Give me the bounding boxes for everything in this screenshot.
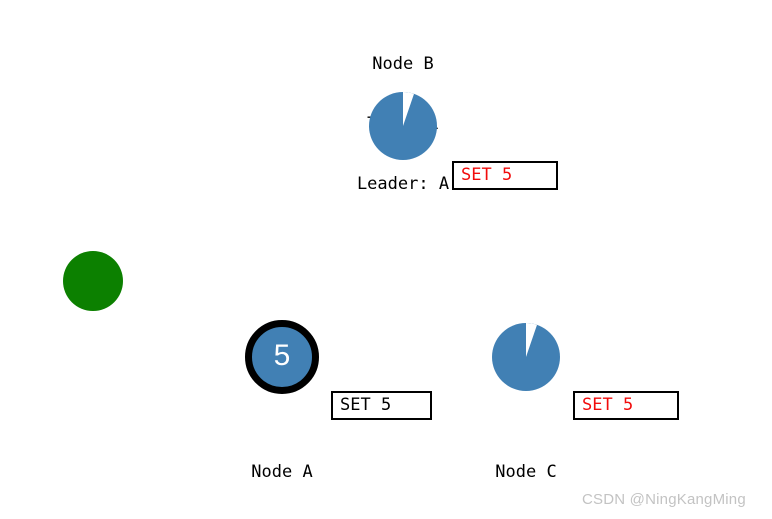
node-a-name: Node A: [251, 462, 313, 482]
node-a-label: Node A Term: 1: [202, 422, 362, 519]
node-c-name: Node C: [495, 462, 557, 482]
message-text: SET 5: [340, 395, 392, 415]
message-text: SET 5: [461, 165, 513, 185]
message-box-node-b[interactable]: SET 5: [452, 161, 558, 190]
node-b-circle[interactable]: [369, 92, 437, 160]
node-a-value: 5: [273, 339, 291, 372]
message-box-node-c[interactable]: SET 5: [573, 391, 679, 420]
node-a-circle[interactable]: 5: [245, 320, 319, 394]
node-c-circle[interactable]: [492, 323, 560, 391]
node-b-name: Node B: [372, 54, 434, 74]
message-text: SET 5: [582, 395, 634, 415]
node-b-leader: Leader: A: [356, 174, 450, 194]
watermark: CSDN @NingKangMing: [582, 491, 746, 508]
client-circle[interactable]: [63, 251, 123, 311]
node-c-label: Node C Term: 1 Leader: A: [446, 422, 606, 519]
message-box-node-a[interactable]: SET 5: [331, 391, 432, 420]
